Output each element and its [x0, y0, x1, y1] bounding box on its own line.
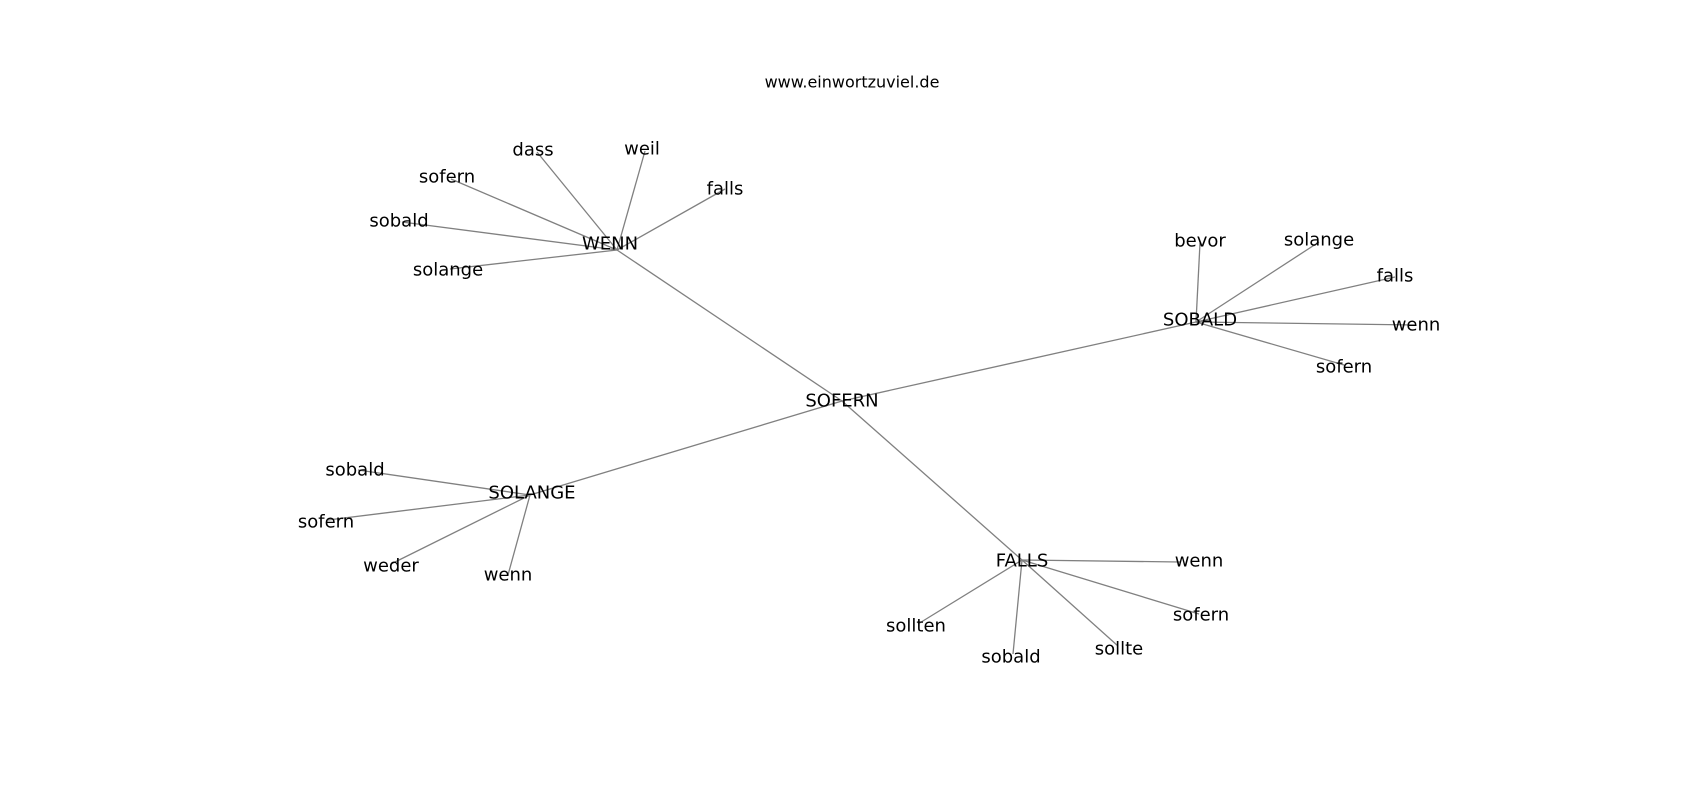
edge-center-to-solange: [529, 400, 843, 496]
edge-sobald-to-solange: [1195, 241, 1320, 323]
edges-layer: [327, 150, 1417, 655]
edge-sobald-to-sofern: [1195, 321, 1345, 366]
edge-solange-to-sofern: [327, 494, 531, 521]
edge-sobald-to-wenn: [1195, 321, 1417, 326]
leaf-node-solange-sofern: sofern: [298, 512, 354, 533]
leaf-node-sobald-wenn: wenn: [1392, 315, 1441, 336]
cluster-node-solange: SOLANGE: [488, 483, 575, 504]
leaf-node-solange-wenn: wenn: [484, 565, 533, 586]
center-node-label: SOFERN: [805, 391, 878, 412]
edge-wenn-to-dass: [536, 151, 618, 251]
cluster-node-sobald: SOBALD: [1163, 310, 1237, 331]
edge-falls-to-sobald: [1012, 559, 1023, 655]
edge-falls-to-sollten: [917, 559, 1023, 625]
edge-center-to-wenn: [616, 249, 843, 402]
edge-solange-to-weder: [390, 494, 531, 565]
leaf-node-sobald-sofern: sofern: [1316, 357, 1372, 378]
edge-center-to-falls: [841, 400, 1023, 561]
edge-falls-to-sofern: [1021, 559, 1200, 615]
edge-wenn-to-weil: [616, 150, 646, 251]
leaf-node-sobald-bevor: bevor: [1174, 231, 1226, 252]
edge-solange-to-wenn: [507, 494, 531, 576]
leaf-node-falls-sollte: sollte: [1095, 639, 1144, 660]
leaf-node-wenn-solange: solange: [413, 260, 483, 281]
edge-sobald-to-falls: [1195, 276, 1396, 323]
leaf-node-falls-sofern: sofern: [1173, 605, 1229, 626]
leaf-node-wenn-falls: falls: [707, 179, 744, 200]
leaf-node-falls-sobald: sobald: [981, 647, 1040, 668]
edge-falls-to-wenn: [1021, 559, 1181, 563]
leaf-node-wenn-dass: dass: [512, 140, 553, 161]
edge-center-to-sobald: [841, 321, 1197, 402]
site-url: www.einwortzuviel.de: [765, 73, 940, 92]
cluster-node-falls: FALLS: [996, 551, 1049, 572]
edge-wenn-to-solange: [449, 249, 618, 270]
edge-wenn-to-sobald: [401, 221, 618, 251]
leaf-node-falls-wenn: wenn: [1175, 551, 1224, 572]
leaf-node-wenn-sofern: sofern: [419, 167, 475, 188]
edge-wenn-to-sofern: [450, 178, 618, 251]
leaf-node-wenn-weil: weil: [624, 139, 660, 160]
leaf-node-solange-weder: weder: [363, 556, 419, 577]
leaf-node-wenn-sobald: sobald: [369, 211, 428, 232]
leaf-node-falls-sollten: sollten: [886, 616, 946, 637]
leaf-node-sobald-falls: falls: [1377, 266, 1414, 287]
edge-sobald-to-bevor: [1195, 242, 1201, 323]
edge-wenn-to-falls: [616, 188, 726, 251]
edge-falls-to-sollte: [1021, 559, 1119, 647]
leaf-node-sobald-solange: solange: [1284, 230, 1354, 251]
labels-layer: SOFERN WENN dass weil falls sofern sobald solan…: [298, 139, 1440, 668]
cluster-node-wenn: WENN: [582, 234, 638, 255]
leaf-node-solange-sobald: sobald: [325, 460, 384, 481]
edge-solange-to-sobald: [357, 469, 531, 496]
